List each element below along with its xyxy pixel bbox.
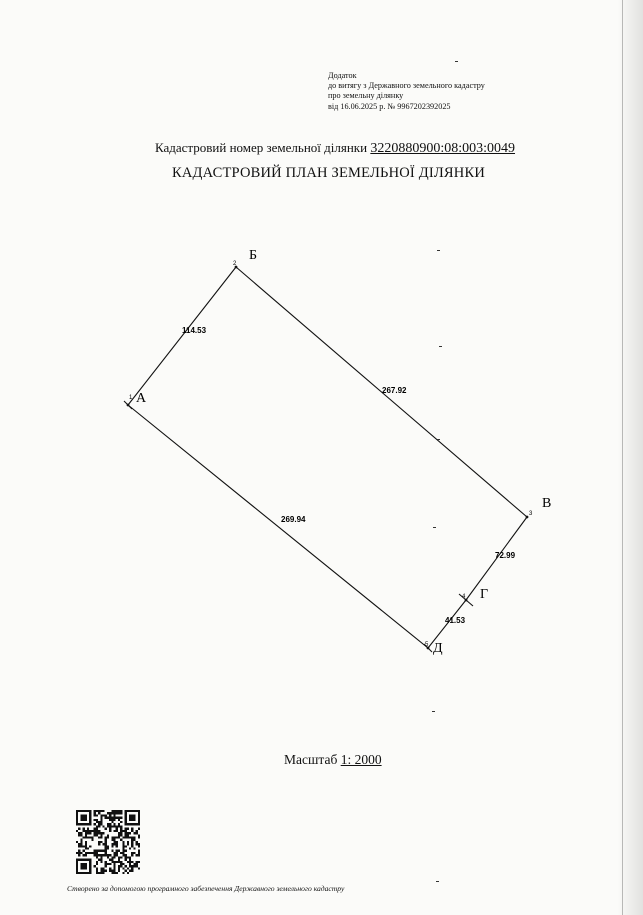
point-label-d: Д [433,641,443,656]
point-index-g: 4 [462,594,466,600]
point-index-a: 1 [129,395,133,401]
appendix-line-4: від 16.06.2025 р. № 9967202392025 [328,101,451,111]
point-index-v: 3 [529,511,533,517]
vertex-v [525,515,529,519]
point-label-g: Г [480,587,488,602]
scan-speck [432,711,435,712]
point-index-b: 2 [233,261,237,267]
qr-code-icon [76,810,140,874]
distance-ab: 114.53 [182,326,207,335]
point-label-a: А [136,391,147,406]
cadastral-number-line: Кадастровий номер земельної ділянки 3220… [155,140,575,157]
scan-speck [439,346,442,347]
cadastral-number: 3220880900:08:003:0049 [370,141,516,156]
boundary-gd [427,599,467,649]
plan-title-text: КАДАСТРОВИЙ ПЛАН ЗЕМЕЛЬНОЇ ДІЛЯНКИ [172,165,486,181]
plan-title: КАДАСТРОВИЙ ПЛАН ЗЕМЕЛЬНОЇ ДІЛЯНКИ [0,165,643,182]
footer-note: Створено за допомогою програмного забезп… [67,884,345,893]
appendix-note: Додаток до витягу з Державного земельног… [328,71,568,112]
scale-label: Масштаб [284,752,338,767]
scan-speck [455,61,458,62]
distance-vg: 72.99 [495,551,516,560]
vertex-b [234,265,238,269]
appendix-line-3: про земельну ділянку [328,91,404,101]
boundary-ab [127,266,237,406]
scale-value: 1: 2000 [340,752,382,767]
boundary-da [127,404,429,649]
scan-speck [436,881,439,882]
cadastral-label: Кадастровий номер земельної ділянки [155,140,368,155]
appendix-line-1: Додаток [328,71,357,80]
point-label-v: В [542,496,551,511]
vertex-d [426,646,430,650]
boundary-vg [465,516,528,601]
distance-gd: 41.53 [445,616,466,625]
page-edge-shadow [617,0,643,915]
scan-speck [433,527,436,528]
vertex-a [126,403,130,407]
scan-speck [437,439,440,440]
boundary-bv [235,266,528,518]
vertex-g [464,598,468,602]
page-edge [622,0,623,915]
distance-bv: 267.92 [382,386,407,395]
scale-line: Масштаб 1: 2000 [284,752,382,768]
point-index-d: 5 [425,642,429,648]
distance-da: 269.94 [281,515,306,524]
appendix-line-2: до витягу з Державного земельного кадаст… [328,81,485,91]
point-label-b: Б [249,248,257,263]
scan-speck [437,250,440,251]
